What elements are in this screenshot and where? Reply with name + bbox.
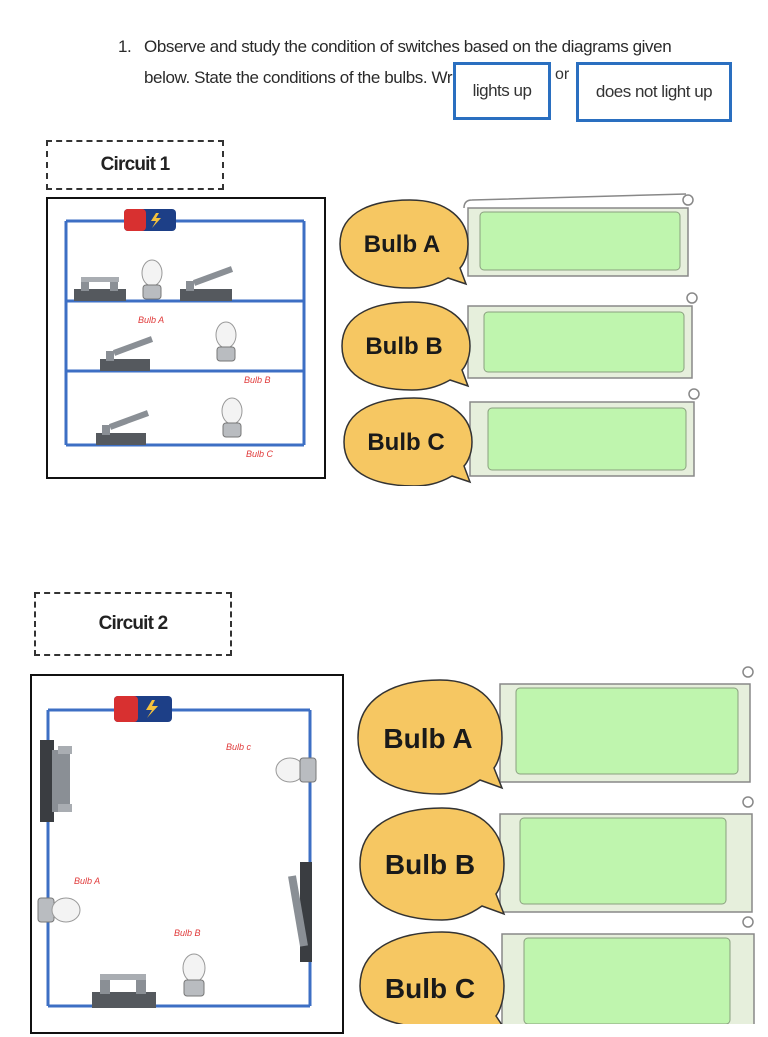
bulb-icon	[182, 953, 206, 997]
bulb-icon	[141, 259, 163, 300]
c1-bulb-b-tag: Bulb B	[244, 375, 271, 385]
speech-bubble	[359, 931, 505, 1024]
answer-field-bulb-b[interactable]	[519, 817, 727, 905]
speech-bubble	[359, 807, 506, 921]
answer-row-bulb-a: Bulb A	[339, 193, 694, 289]
option-does-not-light-up: does not light up	[595, 82, 713, 101]
answer-row-bulb-c: Bulb C	[343, 388, 700, 486]
circuit-2-title-box: Circuit 2	[34, 592, 232, 656]
switch-closed-icon	[92, 974, 156, 1008]
circuit-2-answers: Bulb A Bulb B Bulb C	[357, 666, 755, 1024]
c2-bulb-c-label: Bulb C	[385, 973, 475, 1004]
answer-row-bulb-c: Bulb C	[359, 916, 755, 1024]
speech-bubble	[341, 301, 471, 391]
answer-row-bulb-b: Bulb B	[341, 292, 698, 391]
circuit-1-title: Circuit 1	[100, 154, 171, 175]
circuit-1-answers: Bulb A Bulb B Bulb C	[339, 193, 700, 486]
battery-icon	[124, 209, 176, 231]
circuit-2-diagram: Bulb c Bulb A Bulb B	[30, 674, 344, 1034]
switch-closed-icon	[74, 277, 126, 301]
instruction-line-1: Observe and study the condition of switc…	[144, 37, 672, 56]
c1-bulb-a-label: Bulb A	[364, 231, 440, 258]
circuit-1-svg: Bulb A Bulb B Bulb C	[64, 209, 306, 459]
c1-bulb-b-label: Bulb B	[365, 333, 442, 360]
switch-open-icon	[96, 410, 150, 445]
answer-field-bulb-b[interactable]	[483, 311, 685, 373]
bulb-icon	[37, 897, 81, 923]
switch-open-icon	[288, 862, 312, 962]
switch-open-icon	[100, 336, 154, 371]
answer-row-bulb-a: Bulb A	[357, 666, 754, 795]
answer-row-bulb-b: Bulb B	[359, 796, 754, 921]
c1-bulb-c-label: Bulb C	[367, 429, 444, 456]
instruction-line-2: below. State the conditions of the bulbs…	[144, 68, 469, 87]
bulb-icon	[215, 321, 237, 362]
circuit-2-svg: Bulb c Bulb A Bulb B	[37, 696, 317, 1008]
battery-icon	[114, 696, 172, 722]
speech-bubble	[343, 397, 473, 486]
option-lights-up-box: lights up	[453, 62, 551, 120]
option-does-not-light-up-box: does not light up	[576, 62, 732, 122]
answer-field-bulb-c[interactable]	[523, 937, 731, 1024]
speech-bubble	[357, 679, 504, 795]
speech-bubble	[339, 199, 469, 289]
c1-bulb-c-tag: Bulb C	[246, 449, 274, 459]
bulb-icon	[221, 397, 243, 438]
question-number: 1.	[118, 37, 132, 56]
circuit-2-title: Circuit 2	[98, 613, 169, 634]
switch-open-icon	[180, 266, 234, 301]
answer-field-bulb-c[interactable]	[487, 407, 687, 471]
circuit-1-title-box: Circuit 1	[46, 140, 224, 190]
c2-bulb-a-label: Bulb A	[383, 723, 472, 754]
answer-field-bulb-a[interactable]	[479, 211, 681, 271]
c2-bulb-a-tag: Bulb A	[74, 876, 100, 886]
c1-bulb-a-tag: Bulb A	[138, 315, 164, 325]
c2-bulb-b-tag: Bulb B	[174, 928, 201, 938]
answer-field-bulb-a[interactable]	[515, 687, 739, 775]
circuit-1-diagram: Bulb A Bulb B Bulb C	[46, 197, 326, 479]
option-lights-up: lights up	[472, 81, 532, 100]
or-text: or	[555, 66, 570, 83]
bulb-icon	[275, 757, 317, 783]
c2-bulb-c-tag: Bulb c	[226, 742, 252, 752]
switch-closed-icon	[40, 740, 72, 822]
c2-bulb-b-label: Bulb B	[385, 849, 475, 880]
